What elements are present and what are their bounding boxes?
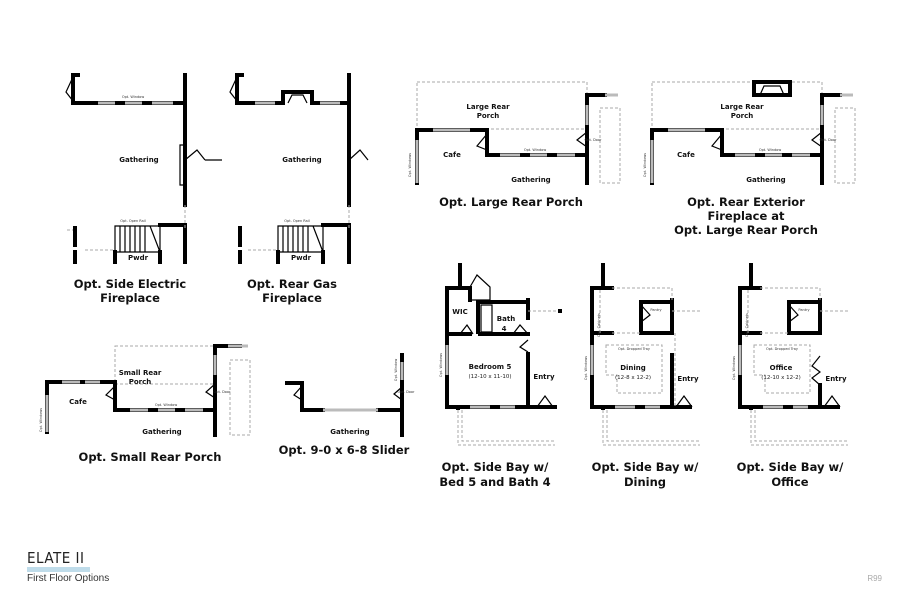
room-label: Gathering xyxy=(511,176,550,184)
room-label: Pwdr xyxy=(128,254,149,262)
note-label: Opt. Door xyxy=(398,390,416,394)
room-label: Pwdr xyxy=(291,254,312,262)
room-dimensions: (12-10 x 12-2) xyxy=(761,375,801,381)
room-dimensions: (12-10 x 11-10) xyxy=(468,374,511,380)
note-label: Opt. Window xyxy=(524,148,547,152)
room-label: Dining xyxy=(620,364,646,372)
plan-side-bay-dining: Dining (12-8 x 12-2) Entry Pantry Opt. D… xyxy=(584,263,702,489)
room-label: Small Rear xyxy=(119,369,162,377)
note-label: Opt. Cabinets xyxy=(745,313,749,337)
room-label: Gathering xyxy=(119,156,158,164)
plan-caption: Opt. Large Rear Porch xyxy=(439,195,583,209)
plan-caption: Office xyxy=(771,475,808,489)
note-label: Opt. Windows xyxy=(643,153,647,177)
plan-small-rear-porch: Small Rear Porch Cafe Gathering Opt. Win… xyxy=(39,344,251,464)
note-label: Opt. Door xyxy=(820,138,838,142)
room-label: Entry xyxy=(677,375,699,383)
plan-large-rear-porch: Large Rear Porch Cafe Gathering Opt. Win… xyxy=(408,81,621,209)
room-label: Gathering xyxy=(746,176,785,184)
room-label: Office xyxy=(770,364,793,372)
note-label: Opt. Window xyxy=(122,95,145,99)
note-label: Opt. Window xyxy=(759,148,782,152)
plan-slider: Gathering Opt. Window Opt. Door Opt. 9-0… xyxy=(279,353,416,457)
plan-caption: Opt. Side Bay w/ xyxy=(442,460,549,474)
room-label: Pantry xyxy=(650,308,661,312)
note-label: Opt. Windows xyxy=(408,153,412,177)
page-number: R99 xyxy=(867,574,882,583)
room-label: Cafe xyxy=(443,151,461,159)
plan-caption: Opt. Side Electric xyxy=(74,277,187,291)
room-label: Large Rear xyxy=(720,103,764,111)
note-label: Opt. Window xyxy=(394,359,398,382)
note-label: Opt. Dropped Tray xyxy=(766,347,798,351)
room-label: Entry xyxy=(825,375,847,383)
room-label: Cafe xyxy=(677,151,695,159)
note-label: Opt. Open Rail xyxy=(120,219,146,223)
room-label: WIC xyxy=(452,308,467,316)
note-label: Opt. Open Rail xyxy=(284,219,310,223)
note-label: Opt. Windows xyxy=(732,356,736,380)
plan-caption: Opt. Rear Gas xyxy=(247,277,337,291)
plan-side-bay-bed5-bath4: WIC Bath 4 Bedroom 5 (12-10 x 11-10) Ent… xyxy=(439,263,562,489)
plan-caption: Opt. Small Rear Porch xyxy=(79,450,222,464)
plan-caption: Bed 5 and Bath 4 xyxy=(439,475,550,489)
room-label: Bath xyxy=(497,315,515,323)
note-label: Opt. Windows xyxy=(439,353,443,377)
note-label: Opt. Windows xyxy=(39,408,43,432)
plan-rear-gas-fireplace: Gathering Pwdr Opt. Open Rail Opt. Rear … xyxy=(229,73,369,305)
plan-rear-exterior-fireplace: Large Rear Porch Cafe Gathering Opt. Win… xyxy=(643,80,856,237)
plan-caption: Fireplace xyxy=(100,291,160,305)
room-label: Porch xyxy=(129,378,152,386)
room-label: Entry xyxy=(533,373,555,381)
room-label: Porch xyxy=(731,112,754,120)
plan-caption: Opt. Large Rear Porch xyxy=(674,223,818,237)
sheet-subtitle: First Floor Options xyxy=(27,573,110,584)
room-label: 4 xyxy=(502,325,507,333)
plan-caption: Opt. Side Bay w/ xyxy=(737,460,844,474)
note-label: Opt. Windows xyxy=(584,356,588,380)
note-label: Opt. Door xyxy=(214,390,232,394)
plan-side-bay-office: Office (12-10 x 12-2) Entry Pantry Opt. … xyxy=(732,263,850,489)
room-label: Pantry xyxy=(798,308,809,312)
plan-caption: Dining xyxy=(624,475,666,489)
plan-caption: Opt. Side Bay w/ xyxy=(592,460,699,474)
plan-side-electric-fireplace: Gathering Pwdr Opt. Window Opt. Open Rai… xyxy=(65,73,222,305)
plan-caption: Opt. 9-0 x 6-8 Slider xyxy=(279,443,410,457)
note-label: Opt. Cabinets xyxy=(597,313,601,337)
plan-caption: Fireplace at xyxy=(707,209,785,223)
room-label: Bedroom 5 xyxy=(469,363,512,371)
note-label: Opt. Door xyxy=(585,138,603,142)
plan-caption: Fireplace xyxy=(262,291,322,305)
room-label: Porch xyxy=(477,112,500,120)
room-dimensions: (12-8 x 12-2) xyxy=(615,375,651,381)
note-label: Opt. Dropped Tray xyxy=(618,347,650,351)
room-label: Gathering xyxy=(142,428,181,436)
room-label: Gathering xyxy=(282,156,321,164)
room-label: Cafe xyxy=(69,398,87,406)
note-label: Opt. Window xyxy=(155,403,178,407)
room-label: Gathering xyxy=(330,428,369,436)
room-label: Large Rear xyxy=(466,103,510,111)
plan-caption: Opt. Rear Exterior xyxy=(687,195,805,209)
brand-title: ELATE II xyxy=(27,550,91,572)
